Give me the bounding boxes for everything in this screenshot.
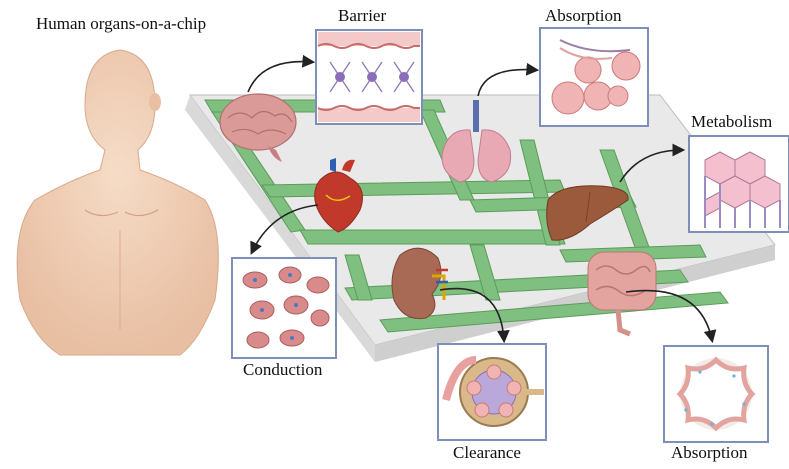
conduction-panel xyxy=(232,258,336,358)
metabolism-label: Metabolism xyxy=(691,112,772,132)
intestine-organ xyxy=(588,252,656,334)
metabolism-panel xyxy=(689,136,789,232)
absorption-lung-label: Absorption xyxy=(545,6,622,26)
absorption-gut-panel xyxy=(664,346,768,442)
clearance-label: Clearance xyxy=(453,443,521,463)
human-torso-figure xyxy=(17,50,218,355)
barrier-panel xyxy=(316,30,422,124)
barrier-label: Barrier xyxy=(338,6,386,26)
clearance-panel xyxy=(438,344,546,440)
diagram-title: Human organs-on-a-chip xyxy=(36,14,206,34)
absorption-gut-label: Absorption xyxy=(671,443,748,463)
absorption-lung-panel xyxy=(540,28,648,126)
conduction-label: Conduction xyxy=(243,360,322,380)
